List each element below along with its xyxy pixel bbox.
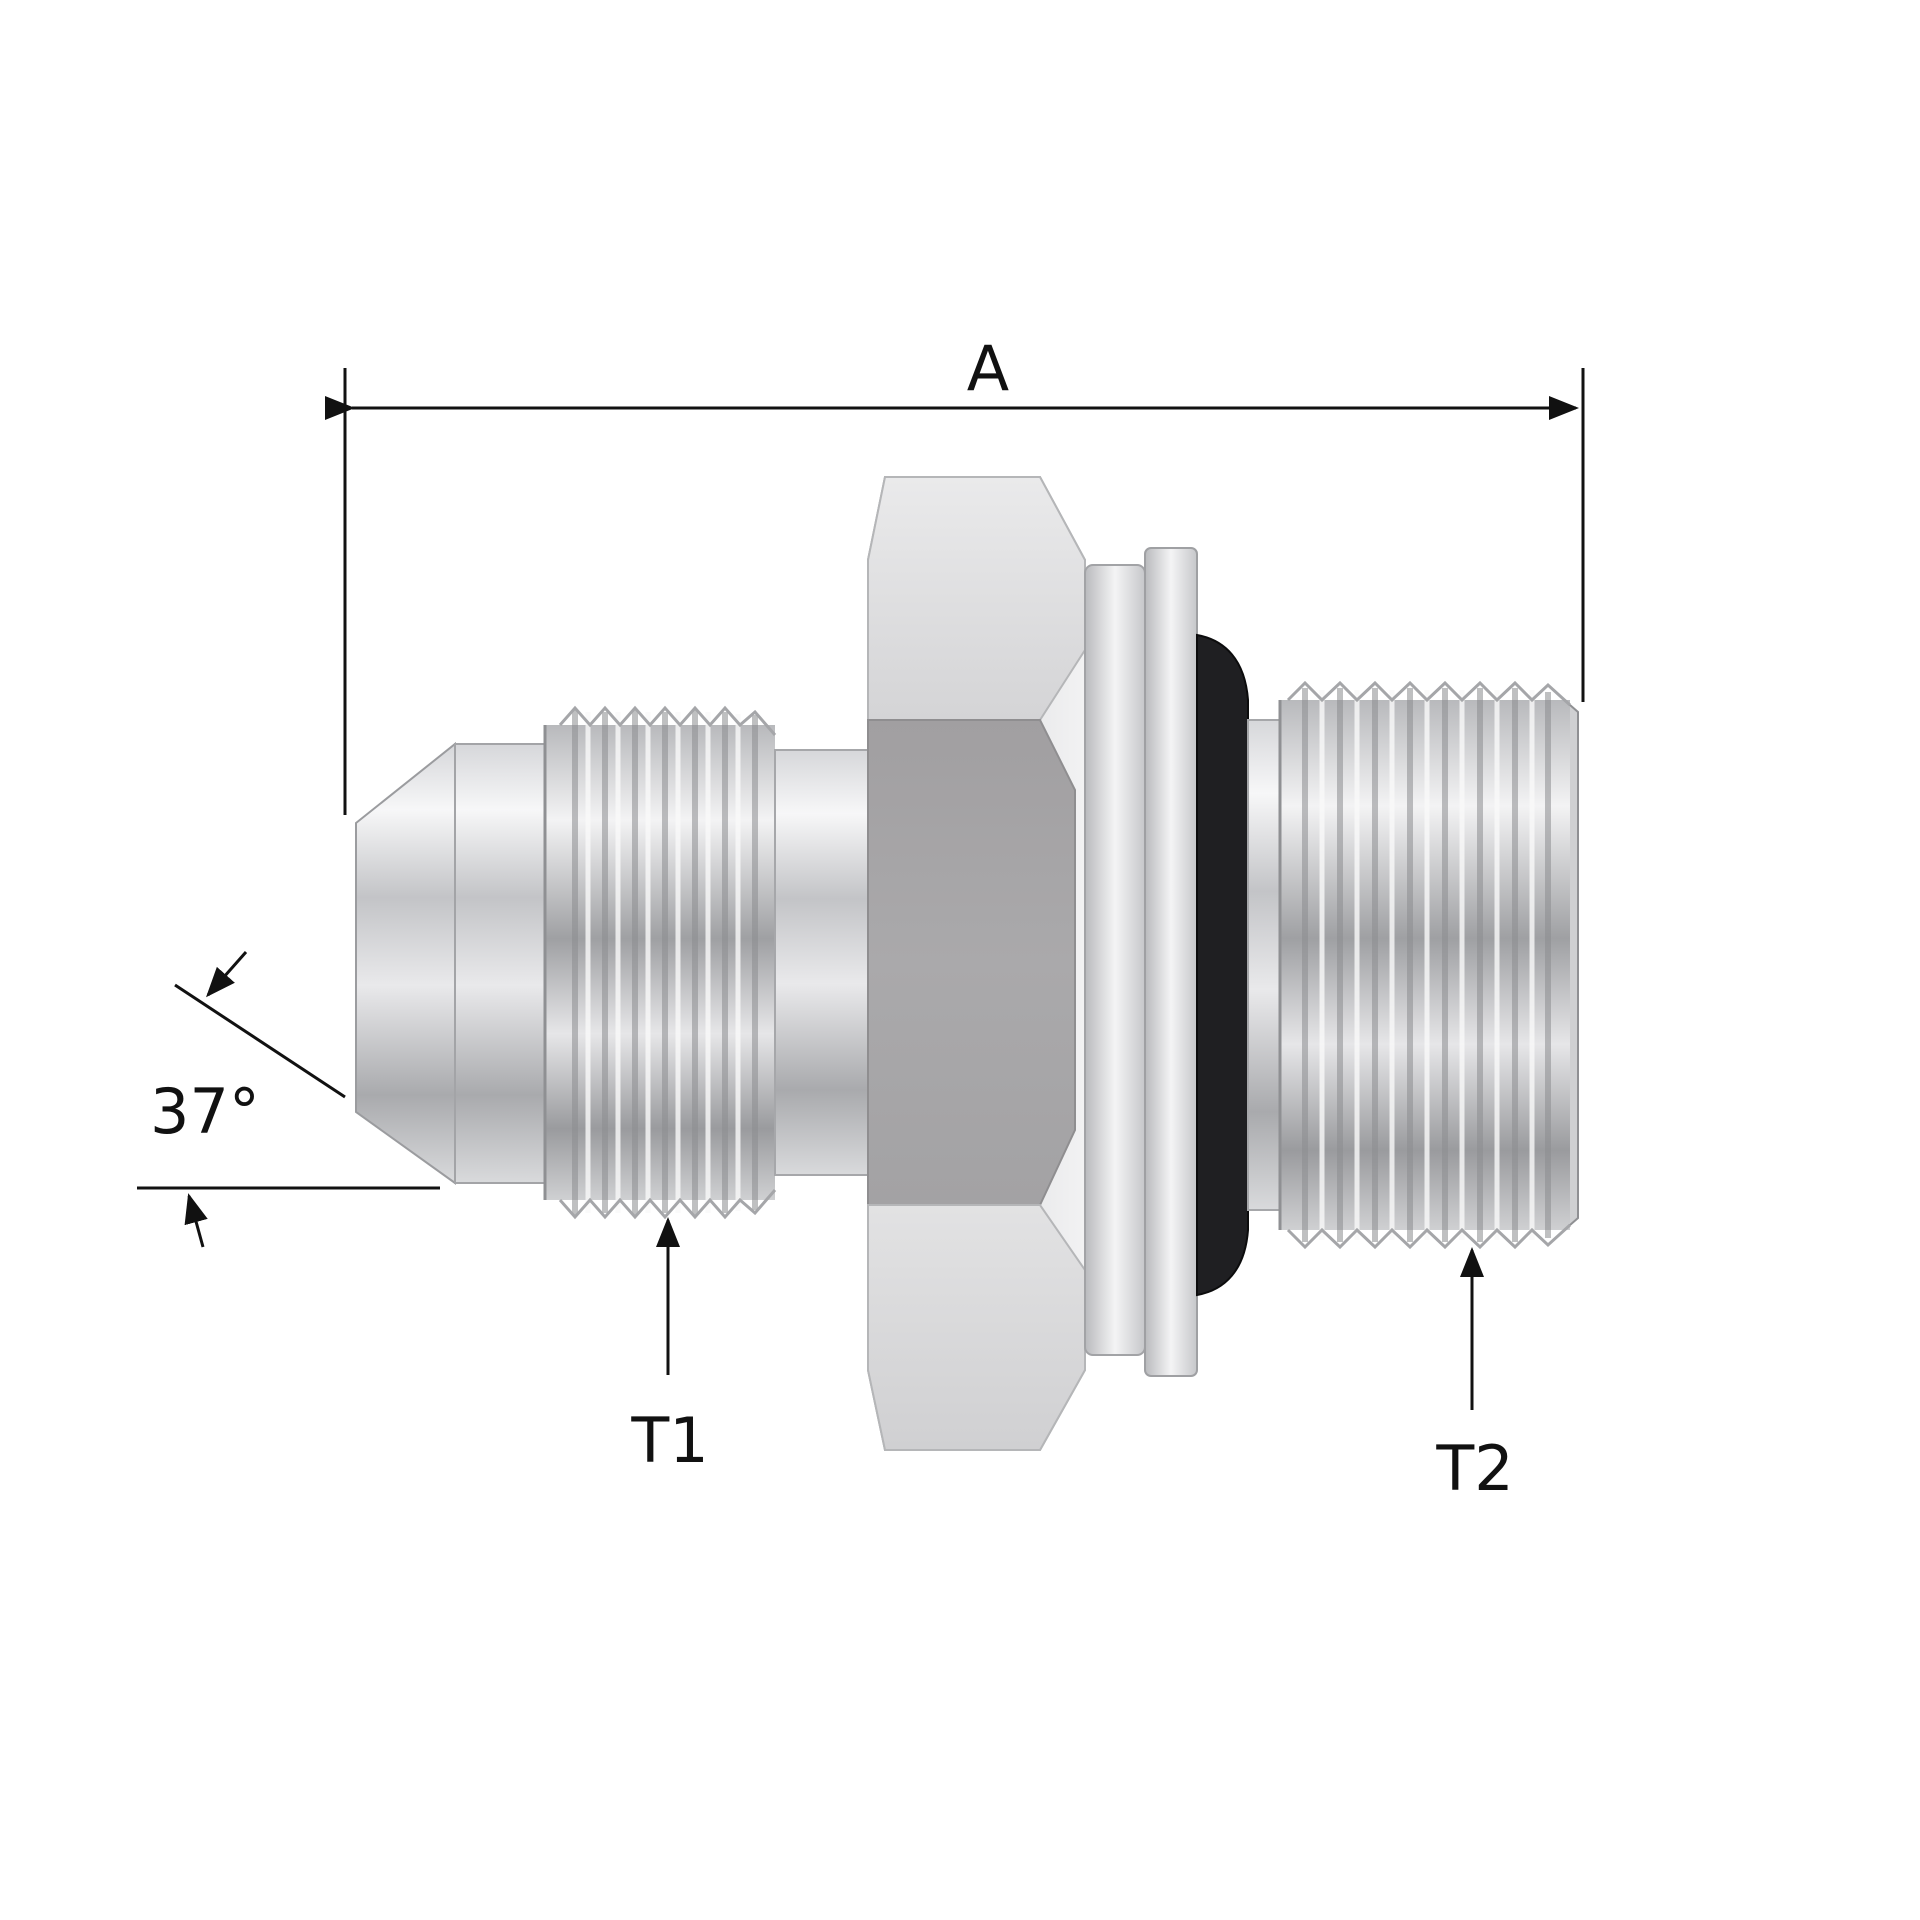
thread-t2 — [1278, 680, 1579, 1250]
angle-arrow-upper — [206, 951, 248, 998]
hex-nut — [867, 476, 1086, 1451]
dimension-flare-angle: 37° — [137, 951, 440, 1248]
angle-arrow-lower — [184, 1193, 208, 1248]
fitting-neck — [774, 749, 871, 1176]
label-a: A — [967, 332, 1009, 405]
hex-face-middle — [867, 719, 1076, 1206]
washer-flange — [1144, 547, 1198, 1377]
label-37-degrees: 37° — [150, 1075, 260, 1148]
fitting — [355, 476, 1579, 1451]
thread-relief — [1247, 719, 1281, 1211]
angle-line-upper — [174, 983, 346, 1099]
hex-face-bottom — [867, 1204, 1086, 1451]
label-t1: T1 — [630, 1404, 708, 1477]
collar — [1084, 564, 1146, 1356]
label-t2: T2 — [1435, 1432, 1513, 1505]
hex-face-top — [867, 476, 1086, 721]
callout-t1: T1 — [630, 1217, 709, 1477]
thread-t1 — [543, 705, 777, 1220]
dimension-a: A — [325, 332, 1585, 815]
flare-nose-cone — [355, 741, 456, 1185]
flare-nose-body — [454, 743, 546, 1184]
callout-t2: T2 — [1435, 1247, 1514, 1505]
o-ring — [1196, 633, 1249, 1297]
